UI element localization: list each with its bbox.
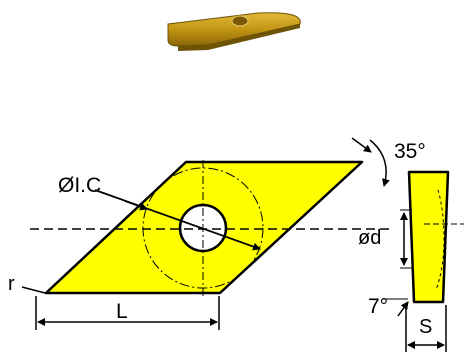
- insert-photo-hole: [231, 15, 249, 27]
- insert-photo: [167, 12, 301, 51]
- edge-length-label: L: [116, 300, 128, 323]
- hole-diameter-label: ød: [358, 227, 381, 249]
- tip-angle-arrow-in: [351, 137, 372, 153]
- corner-radius-annotation: r: [8, 273, 46, 295]
- insert-top-view: [30, 160, 390, 296]
- corner-radius-label: r: [8, 273, 15, 295]
- ic-diameter-arrow-start: [124, 200, 148, 211]
- tip-angle-arc: [369, 139, 390, 187]
- tip-angle-label: 35°: [394, 140, 426, 163]
- side-profile: [407, 170, 450, 304]
- clearance-angle-arrow: [397, 301, 409, 317]
- side-hole-profile: [435, 189, 445, 291]
- edge-length-dimension: L: [35, 296, 220, 330]
- clearance-angle-label: 7°: [368, 295, 388, 318]
- thickness-label: S: [419, 316, 432, 338]
- tip-angle-annotation: 35°: [351, 137, 426, 187]
- inscribed-circle-label: ØI.C: [58, 174, 101, 197]
- insert-photo-edge: [178, 24, 300, 51]
- insert-side-view: ød 7° S: [358, 170, 464, 352]
- ic-diameter-line: [94, 189, 261, 251]
